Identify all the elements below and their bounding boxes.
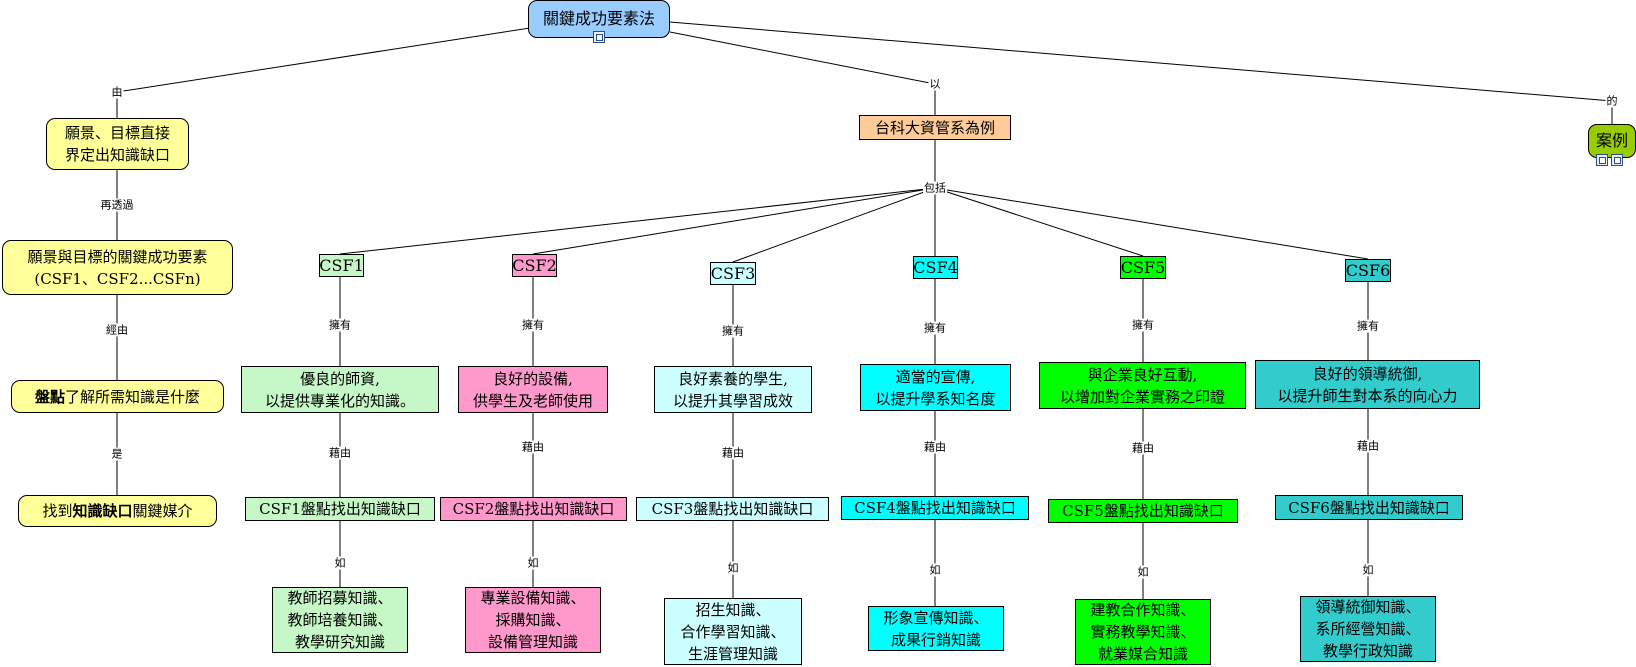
csf2-knowledge-node-label: 專業設備知識、 採購知識、 設備管理知識: [480, 589, 586, 651]
left-node-inventory-label: 盤點了解所需知識是什麼: [35, 386, 200, 408]
csf3-knowledge-node[interactable]: 招生知識、 合作學習知識、 生涯管理知識: [664, 598, 802, 665]
csf6-gap-node[interactable]: CSF6盤點找出知識缺口: [1275, 495, 1463, 520]
inventory-bold: 盤點: [34, 387, 65, 406]
csf3-gap-node-label: CSF3盤點找出知識缺口: [651, 500, 814, 518]
csf6-gap-node-label: CSF6盤點找出知識缺口: [1288, 498, 1450, 517]
edge-label-such-as: 如: [726, 561, 740, 575]
left-node-vision-goal[interactable]: 願景、目標直接 界定出知識缺口: [46, 118, 189, 170]
edge-label-through: 藉由: [1356, 439, 1380, 453]
csf5-gap-node-label: CSF5盤點找出知識缺口: [1062, 502, 1224, 520]
edge-label-such-as: 如: [1361, 563, 1375, 577]
edge-label-use: 以: [928, 77, 942, 91]
csf2-quality-node[interactable]: 良好的設備, 供學生及老師使用: [458, 366, 608, 413]
csf6-knowledge-node[interactable]: 領導統御知識、 系所經營知識、 教學行政知識: [1300, 596, 1436, 662]
csf6-node[interactable]: CSF6: [1345, 259, 1391, 282]
csf1-node-label: CSF1: [319, 255, 364, 275]
csf5-node-label: CSF5: [1120, 257, 1166, 277]
left-node-critical-success-factors-label: 願景與目標的關鍵成功要素 (CSF1、CSF2...CSFn): [27, 247, 208, 288]
edge-label-such-as: 如: [333, 556, 347, 570]
edge-label-through: 藉由: [923, 440, 947, 454]
edge-label-through: 藉由: [1131, 441, 1155, 455]
csf4-node[interactable]: CSF4: [913, 256, 958, 279]
csf2-quality-node-label: 良好的設備, 供學生及老師使用: [472, 369, 593, 410]
example-node-label: 台科大資管系為例: [874, 118, 995, 137]
edge-label-through: 藉由: [721, 446, 745, 460]
left-node-knowledge-gap-label: 找到知識缺口關鍵媒介: [42, 500, 192, 522]
edge-label-is: 是: [110, 447, 124, 461]
edge-label-have: 擁有: [721, 324, 745, 338]
csf4-quality-node[interactable]: 適當的宣傳, 以提升學系知名度: [860, 364, 1011, 411]
csf6-quality-node[interactable]: 良好的領導統御, 以提升師生對本系的向心力: [1255, 360, 1480, 409]
csf5-knowledge-node-label: 建教合作知識、 實務教學知識、 就業媒合知識: [1090, 601, 1196, 663]
csf1-knowledge-node-label: 教師招募知識、 教師培養知識、 教學研究知識: [287, 589, 393, 651]
csf5-quality-node[interactable]: 與企業良好互動, 以增加對企業實務之印證: [1039, 362, 1246, 409]
edge-label-have: 擁有: [1131, 318, 1155, 332]
csf1-gap-node[interactable]: CSF1盤點找出知識缺口: [245, 497, 435, 521]
edge-label-of: 的: [1605, 94, 1619, 108]
root-label: 關鍵成功要素法: [542, 9, 655, 28]
case-node-label: 案例: [1595, 131, 1628, 150]
edge-label-have: 擁有: [1356, 319, 1380, 333]
edge-label-such-as: 如: [1136, 565, 1150, 579]
csf3-knowledge-node-label: 招生知識、 合作學習知識、 生涯管理知識: [680, 600, 786, 663]
csf3-gap-node[interactable]: CSF3盤點找出知識缺口: [636, 497, 829, 521]
csf4-quality-node-label: 適當的宣傳, 以提升學系知名度: [875, 367, 996, 408]
document-icon[interactable]: [593, 31, 605, 43]
edge-label-via: 經由: [105, 323, 129, 337]
gap-bold: 知識缺口: [72, 502, 133, 520]
csf3-node[interactable]: CSF3: [710, 262, 756, 285]
csf1-quality-node-label: 優良的師資, 以提供專業化的知識。: [264, 369, 415, 410]
csf1-node[interactable]: CSF1: [319, 254, 364, 277]
csf2-node-label: CSF2: [512, 255, 557, 275]
csf2-gap-node[interactable]: CSF2盤點找出知識缺口: [440, 497, 627, 521]
csf3-quality-node[interactable]: 良好素養的學生, 以提升其學習成效: [654, 366, 812, 413]
document-icon[interactable]: [1611, 154, 1623, 166]
left-node-knowledge-gap[interactable]: 找到知識缺口關鍵媒介: [18, 495, 217, 527]
edge-label-have: 擁有: [328, 318, 352, 332]
left-node-vision-goal-label: 願景、目標直接 界定出知識缺口: [64, 124, 170, 164]
csf4-knowledge-node-label: 形象宣傳知識、 成果行銷知識: [883, 608, 989, 649]
left-node-critical-success-factors[interactable]: 願景與目標的關鍵成功要素 (CSF1、CSF2...CSFn): [2, 240, 233, 295]
csf4-node-label: CSF4: [913, 257, 958, 277]
csf2-knowledge-node[interactable]: 專業設備知識、 採購知識、 設備管理知識: [465, 587, 601, 653]
csf3-quality-node-label: 良好素養的學生, 以提升其學習成效: [672, 369, 793, 410]
csf4-gap-node-label: CSF4盤點找出知識缺口: [854, 499, 1016, 517]
csf5-node[interactable]: CSF5: [1120, 256, 1166, 279]
csf2-node[interactable]: CSF2: [512, 254, 557, 277]
left-node-inventory[interactable]: 盤點了解所需知識是什麼: [11, 380, 224, 413]
csf1-gap-node-label: CSF1盤點找出知識缺口: [259, 500, 421, 518]
edge-label-through: 藉由: [328, 446, 352, 460]
edge-label-through: 藉由: [521, 440, 545, 454]
edge-label-have: 擁有: [521, 318, 545, 332]
inventory-rest: 了解所需知識是什麼: [65, 387, 201, 406]
gap-pre: 找到: [42, 502, 73, 520]
edge-label-such-as: 如: [526, 556, 540, 570]
csf1-knowledge-node[interactable]: 教師招募知識、 教師培養知識、 教學研究知識: [272, 587, 408, 653]
edge-label-have: 擁有: [923, 321, 947, 335]
csf5-knowledge-node[interactable]: 建教合作知識、 實務教學知識、 就業媒合知識: [1075, 599, 1211, 665]
csf1-quality-node[interactable]: 優良的師資, 以提供專業化的知識。: [241, 366, 439, 413]
document-icon[interactable]: [1596, 154, 1608, 166]
edge-label-such-as: 如: [928, 563, 942, 577]
example-node[interactable]: 台科大資管系為例: [859, 115, 1011, 140]
edge-label-include: 包括: [923, 181, 947, 195]
csf3-node-label: CSF3: [710, 263, 756, 283]
csf2-gap-node-label: CSF2盤點找出知識缺口: [452, 500, 615, 518]
csf6-quality-node-label: 良好的領導統御, 以提升師生對本系的向心力: [1277, 364, 1458, 405]
edge-label-by: 由: [110, 85, 124, 99]
root-node[interactable]: 關鍵成功要素法: [528, 0, 670, 38]
gap-post: 關鍵媒介: [132, 502, 193, 520]
csf4-gap-node[interactable]: CSF4盤點找出知識缺口: [841, 496, 1029, 520]
csf4-knowledge-node[interactable]: 形象宣傳知識、 成果行銷知識: [868, 606, 1004, 651]
case-node[interactable]: 案例: [1588, 124, 1636, 158]
csf6-node-label: CSF6: [1345, 260, 1391, 280]
csf6-knowledge-node-label: 領導統御知識、 系所經營知識、 教學行政知識: [1315, 598, 1421, 660]
edge-label-then-through: 再透過: [99, 198, 135, 212]
csf5-quality-node-label: 與企業良好互動, 以增加對企業實務之印證: [1059, 365, 1225, 406]
csf5-gap-node[interactable]: CSF5盤點找出知識缺口: [1048, 499, 1238, 523]
